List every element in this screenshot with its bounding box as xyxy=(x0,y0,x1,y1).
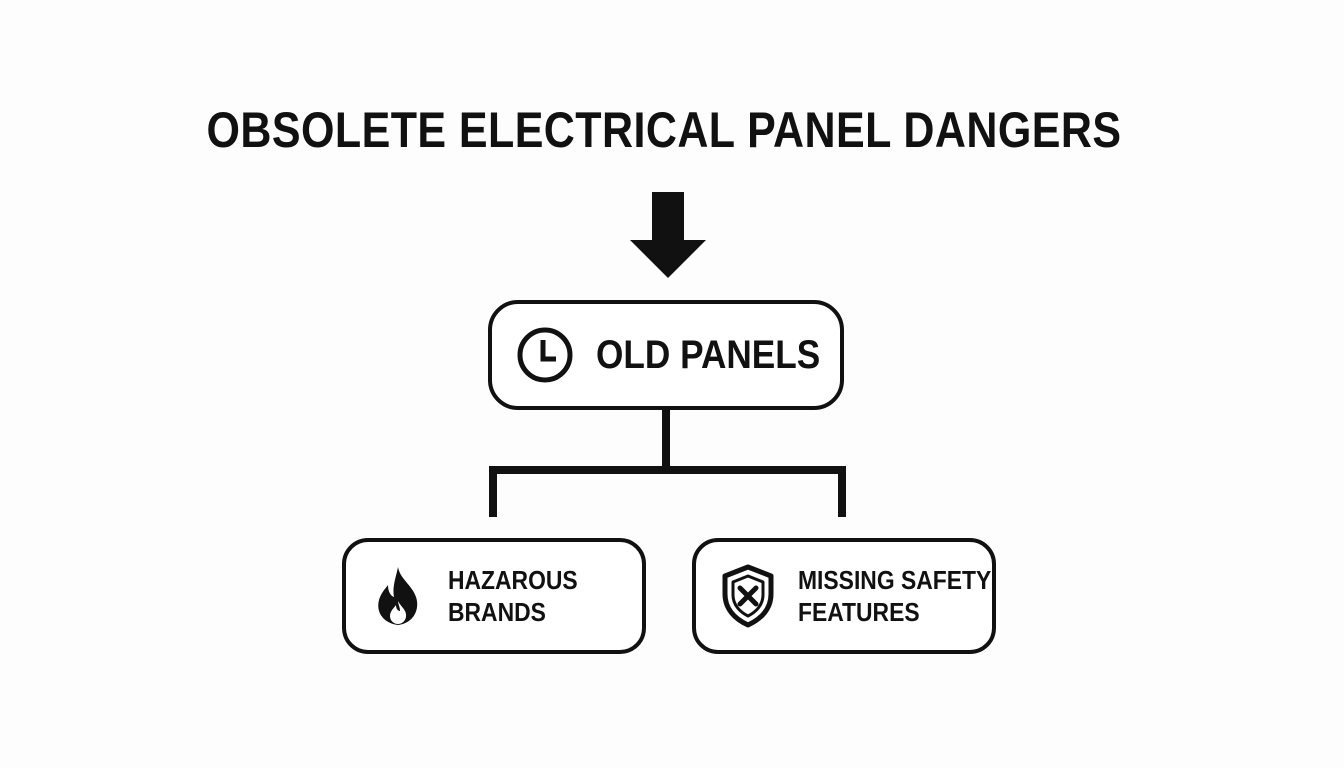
diagram-title: OBSOLETE ELECTRICAL PANEL DANGERS xyxy=(206,102,1122,158)
node-label: OLD PANELS xyxy=(596,332,821,377)
node-hazardous-brands: HAZAROUS BRANDS xyxy=(342,538,646,654)
node-label-line-2: FEATURES xyxy=(798,597,920,627)
node-label-line-1: MISSING SAFETY xyxy=(798,565,992,595)
down-arrow-icon xyxy=(630,192,706,278)
node-old-panels: OLD PANELS xyxy=(488,300,844,410)
node-label: MISSING SAFETY FEATURES xyxy=(798,564,991,628)
flame-icon xyxy=(370,565,426,627)
node-label: HAZAROUS BRANDS xyxy=(448,564,578,628)
tree-connector xyxy=(489,410,846,517)
clock-icon xyxy=(516,326,574,384)
node-label-line-2: BRANDS xyxy=(448,597,546,627)
node-missing-safety-features: MISSING SAFETY FEATURES xyxy=(692,538,996,654)
node-label-line-1: HAZAROUS xyxy=(448,565,578,595)
shield-x-icon xyxy=(720,564,776,628)
